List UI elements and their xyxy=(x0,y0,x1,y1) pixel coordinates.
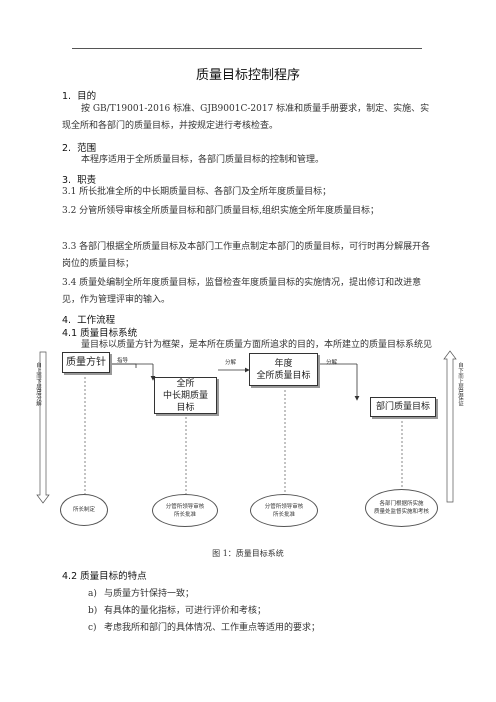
box-annual-line2: 全所质量目标 xyxy=(256,370,311,381)
up-arrow-icon xyxy=(443,350,457,503)
box-annual-goal: 年度 全所质量目标 xyxy=(249,353,318,386)
label-decompose-2: 分解 xyxy=(326,360,338,366)
right-side-label: 自下而上层层保证 xyxy=(457,362,463,406)
section-3-1: 3.1 所长批准全所的中长期质量目标、各部门及全所年度质量目标； xyxy=(62,187,332,197)
oval-dept-implement: 各部门根据所实施 质量处监督实施和考核 xyxy=(365,489,438,527)
section-3-4: 3.4 质量处编制全所年度质量目标，监督检查年度质量目标的实施情况，提出修订和改… xyxy=(62,278,422,305)
label-decompose-1: 分解 xyxy=(225,360,237,366)
section-4-1-heading: 4.1 质量目标系统 xyxy=(62,328,138,339)
box-longterm-goal: 全所 中长期质量 目标 xyxy=(154,377,217,414)
oval-4-line1: 各部门根据所实施 xyxy=(379,501,424,507)
section-3-heading: 3. 职责 xyxy=(62,175,97,186)
doc-title: 质量目标控制程序 xyxy=(195,68,300,83)
section-1-text: 按 GB/T19001-2016 标准、GJB9001C-2017 标准和质量手… xyxy=(62,104,430,131)
list-item: a) 与质量方针保持一致； xyxy=(88,586,194,599)
box-longterm-line3: 目标 xyxy=(176,402,195,413)
oval-2-line2: 所长批准 xyxy=(173,511,196,518)
oval-3-line2: 所长批准 xyxy=(272,511,295,518)
oval-review-approve-2: 分管所领导审核 所长批准 xyxy=(250,494,318,527)
section-4-2-heading: 4.2 质量目标的特点 xyxy=(62,571,147,582)
box-longterm-line1: 全所 xyxy=(176,378,195,389)
list-marker: b) xyxy=(88,606,98,616)
section-1-heading: 1. 目的 xyxy=(62,91,97,102)
list-marker: c) xyxy=(88,623,97,633)
section-3-2: 3.2 分管所领导审核全所质量目标和部门质量目标,组织实施全所年度质量目标； xyxy=(62,206,380,216)
list-text: 与质量方针保持一致； xyxy=(104,589,195,599)
section-4-heading: 4. 工作流程 xyxy=(62,315,116,326)
box-longterm-line2: 中长期质量 xyxy=(162,390,208,401)
list-text: 有具体的量化指标，可进行评价和考核； xyxy=(104,606,267,616)
section-2-heading: 2. 范围 xyxy=(62,143,97,154)
oval-review-approve-1: 分管所领导审核 所长批准 xyxy=(152,494,218,527)
left-side-label: 自上而下层层分解 xyxy=(35,362,41,406)
figure-caption: 图 1：质量目标系统 xyxy=(212,549,284,558)
list-marker: a) xyxy=(88,589,97,599)
label-guide: 指导 xyxy=(117,358,129,364)
box-dept-goal: 部门质量目标 xyxy=(370,397,436,417)
oval-4-line2: 质量处监督实施和考核 xyxy=(373,509,429,515)
box-quality-policy: 质量方针 xyxy=(62,352,110,373)
section-2-text: 本程序适用于全所质量目标，各部门质量目标的控制和管理。 xyxy=(81,155,325,165)
box-annual-line1: 年度 xyxy=(274,358,293,369)
list-item: b) 有具体的量化指标，可进行评价和考核； xyxy=(88,603,266,616)
connector-guide xyxy=(110,363,137,368)
list-text: 考虑我所和部门的具体情况、工作重点等适用的要求； xyxy=(104,623,321,633)
oval-3-line1: 分管所领导审核 xyxy=(264,503,304,510)
oval-2-line1: 分管所领导审核 xyxy=(165,503,205,510)
oval-director-set: 所长制定 xyxy=(60,494,108,526)
header-rule xyxy=(72,48,422,49)
list-item: c) 考虑我所和部门的具体情况、工作重点等适用的要求； xyxy=(88,620,320,633)
down-arrow-icon xyxy=(36,351,50,504)
section-3-3: 3.3 各部门根据全所质量目标及本部门工作重点制定本部门的质量目标，可行时再分解… xyxy=(62,242,431,269)
